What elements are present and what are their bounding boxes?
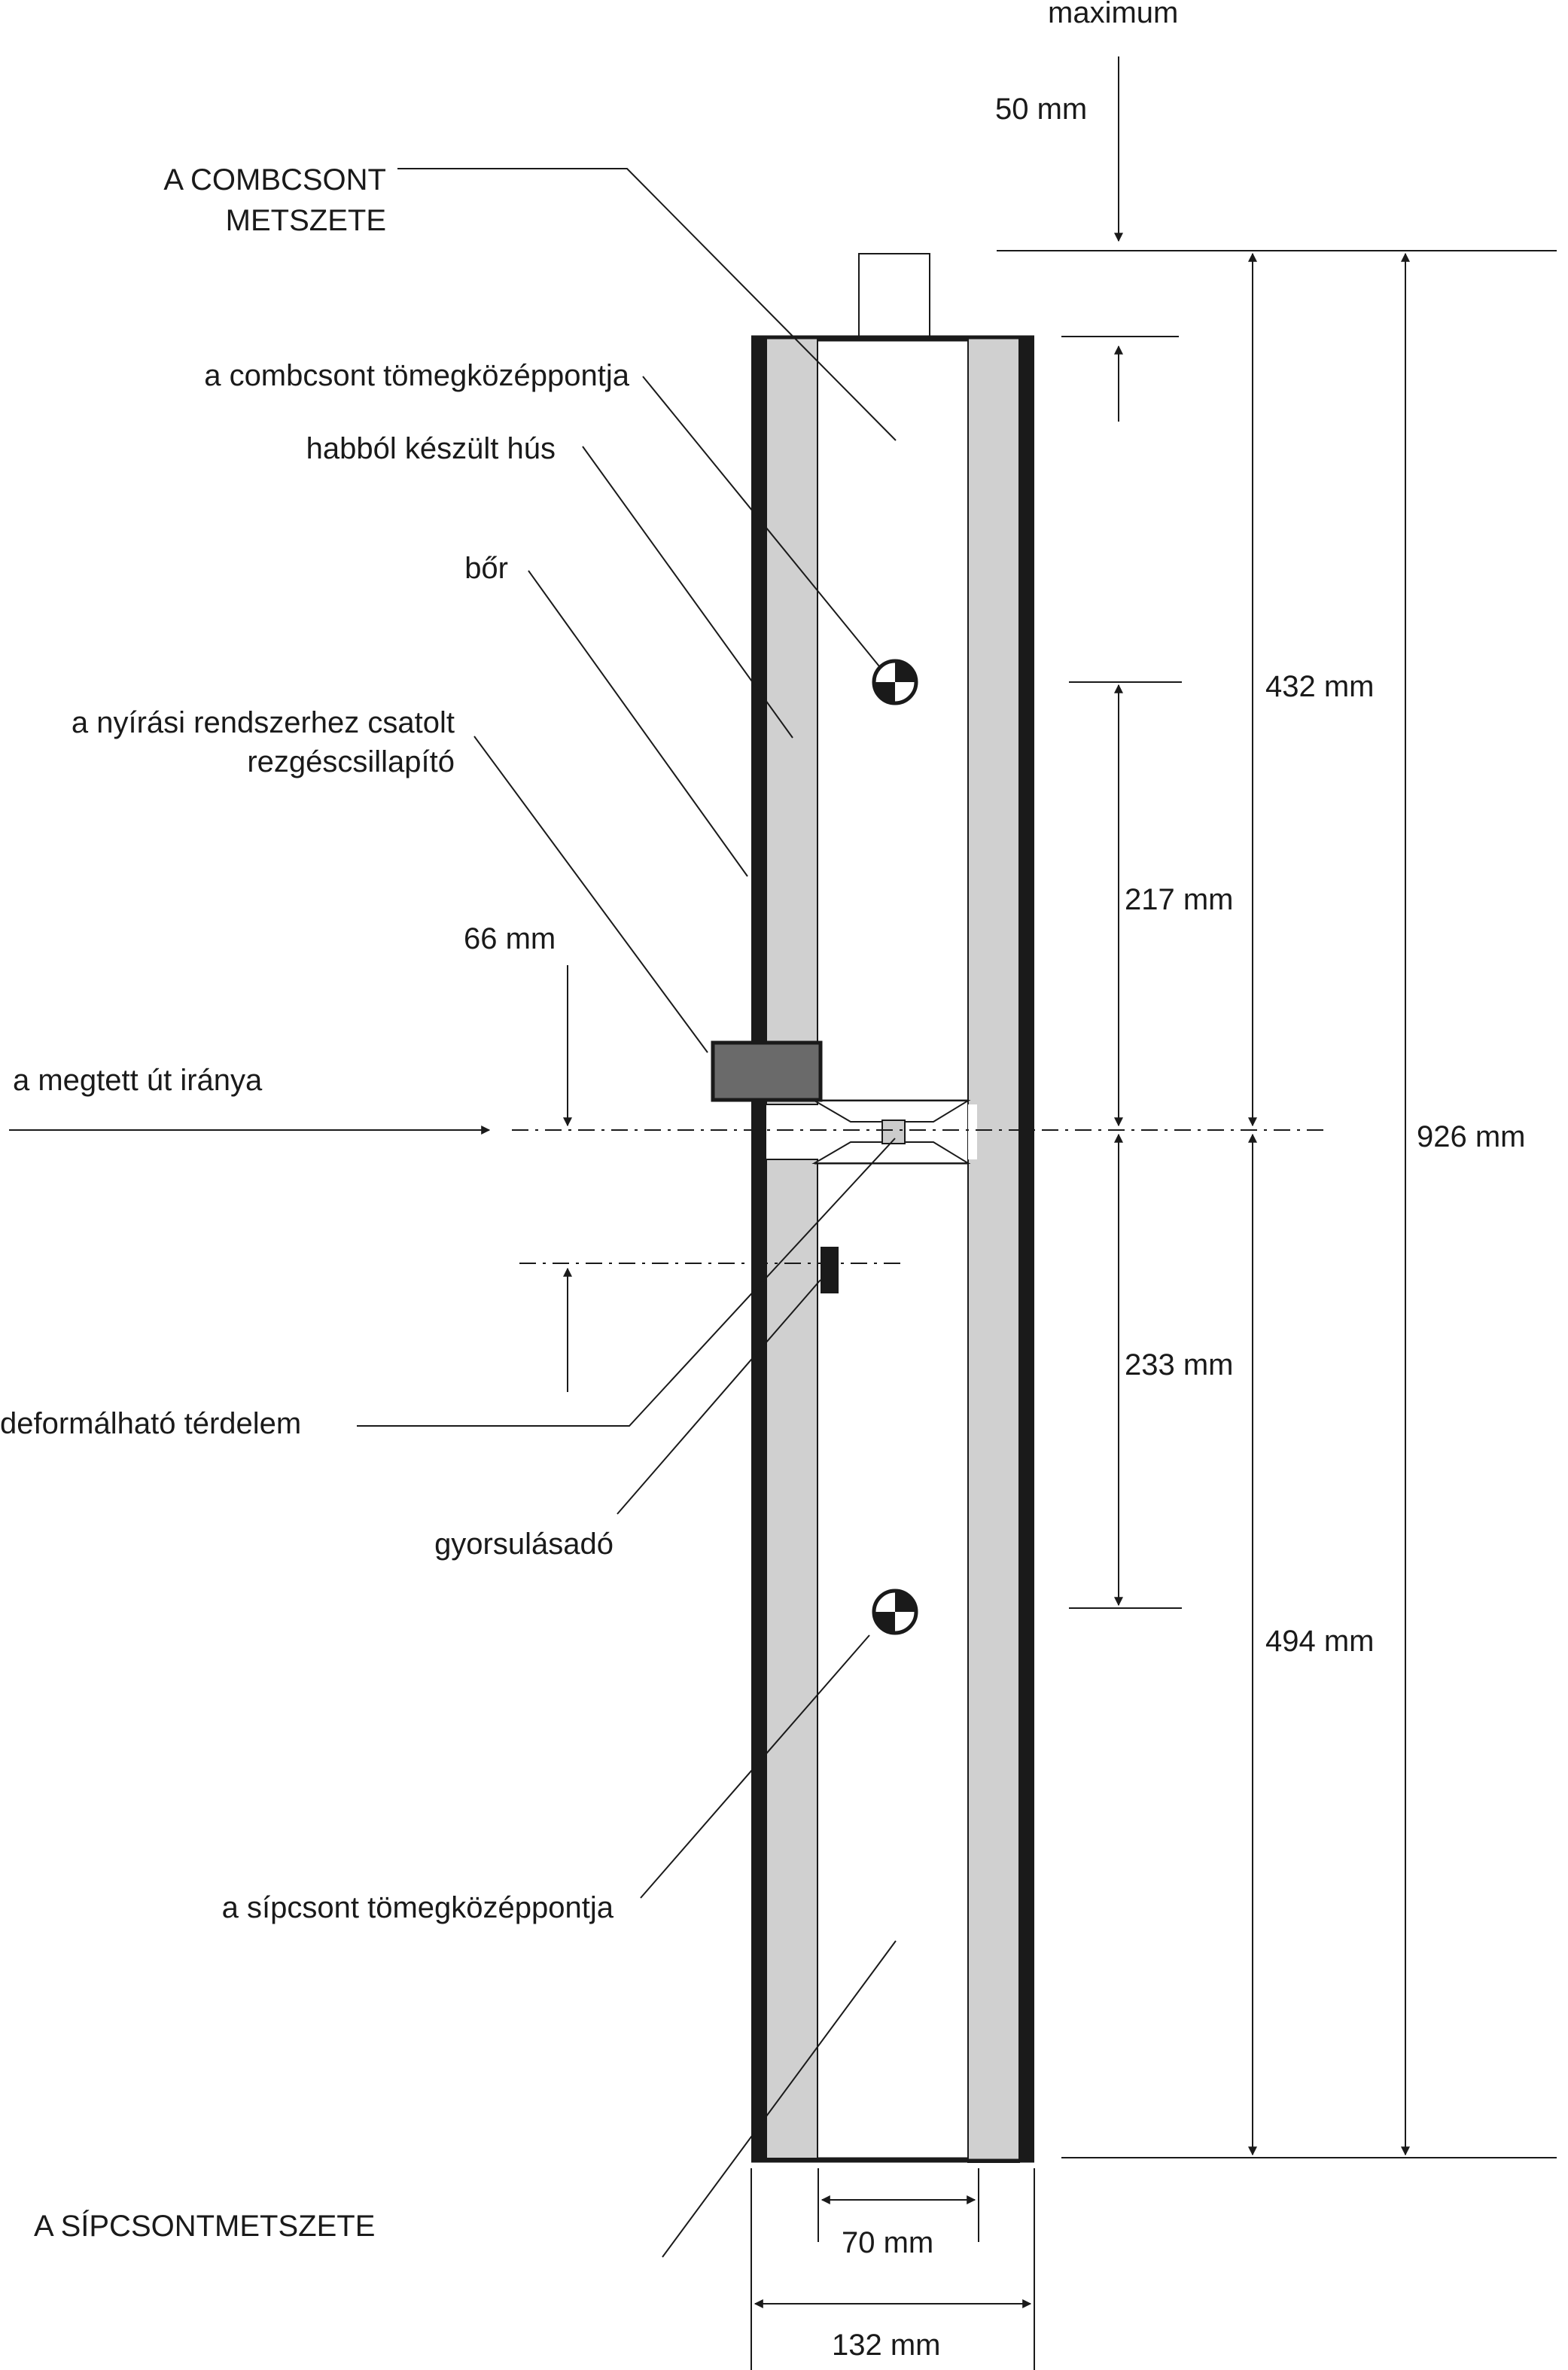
label-femur-section-2: METSZETE (226, 204, 386, 237)
label-femur-cog: a combcsont tömegközéppontja (204, 359, 630, 392)
label-accelerometer: gyorsulásadó (434, 1528, 613, 1561)
damper-box (711, 1040, 823, 1102)
dim-432mm: 432 mm (1265, 670, 1375, 703)
dim-926mm: 926 mm (1417, 1120, 1526, 1153)
femur-cog-icon (872, 659, 918, 705)
dim-70mm: 70 mm (842, 2226, 933, 2259)
skin-left-upper (751, 337, 766, 1104)
leader-lines (357, 168, 897, 2258)
label-skin: bőr (464, 552, 508, 585)
label-foam-flesh: habból készült hús (306, 432, 556, 465)
dim-132mm: 132 mm (832, 2329, 941, 2362)
dim-494mm: 494 mm (1265, 1625, 1375, 1658)
label-tibia-section: A SÍPCSONTMETSZETE (34, 2209, 375, 2243)
label-femur-section-1: A COMBCSONT (163, 163, 386, 196)
leg-body (751, 253, 1034, 2163)
skin-left-lower (751, 1104, 766, 2162)
label-damper-1: a nyírási rendszerhez csatolt (72, 706, 455, 739)
label-tibia-cog: a sípcsont tömegközéppontja (222, 1891, 614, 1924)
label-max-50mm: 50 mm (995, 93, 1087, 126)
flesh-right (967, 336, 1020, 2163)
accelerometer-block (821, 1247, 839, 1293)
tibia-cog-icon (872, 1589, 918, 1635)
dim-217mm: 217 mm (1125, 883, 1234, 916)
dim-233mm: 233 mm (1125, 1348, 1234, 1381)
flesh-left-lower (766, 1159, 818, 2159)
top-stub (858, 253, 930, 341)
label-66mm: 66 mm (464, 922, 556, 955)
dimension-lines (9, 56, 1557, 2370)
skin-right (1019, 337, 1034, 2162)
label-travel-direction: a megtett út iránya (13, 1064, 263, 1097)
flesh-left-upper (766, 336, 818, 1105)
label-damper-2: rezgéscsillapító (247, 745, 455, 778)
label-knee-element: deformálható térdelem (0, 1407, 301, 1440)
label-maximum: maximum (1048, 0, 1178, 29)
knee-element (811, 1099, 971, 1165)
